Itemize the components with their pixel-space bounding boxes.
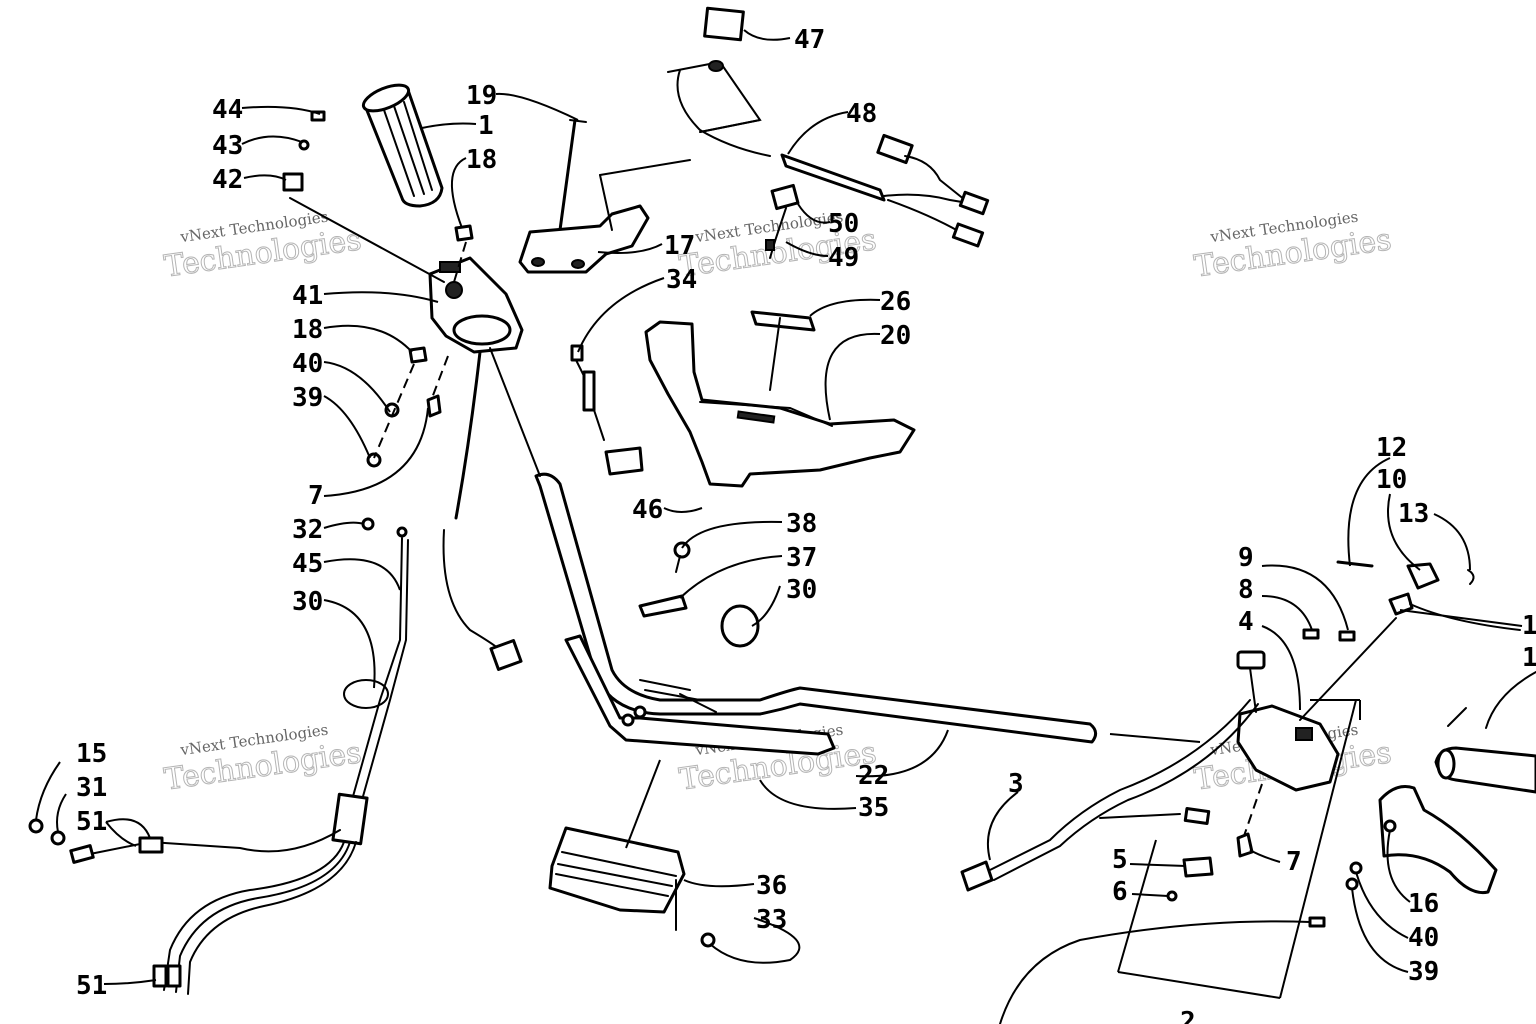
callout-41: 41 [292, 281, 323, 311]
callout-13: 13 [1398, 499, 1429, 529]
brake-switch-part [570, 344, 644, 476]
callout-51: 51 [76, 807, 107, 837]
callout-2: 2 [1180, 1007, 1196, 1024]
throttle-cable-part [442, 350, 523, 671]
callout-9: 9 [1238, 543, 1254, 573]
callout-30b: 30 [786, 575, 817, 605]
callout-30: 30 [292, 587, 323, 617]
callout-17: 17 [664, 231, 695, 261]
handlebar-pad-part [644, 310, 916, 488]
callout-3: 3 [1008, 769, 1024, 799]
callout-labels: 47 48 19 1 18 44 43 42 17 50 49 34 26 20… [76, 25, 1536, 1024]
callout-50: 50 [828, 209, 859, 239]
callout-22: 22 [858, 761, 889, 791]
callout-19: 19 [466, 81, 497, 111]
callout-15: 15 [76, 739, 107, 769]
callout-18: 18 [466, 145, 497, 175]
callout-18b: 18 [292, 315, 323, 345]
callout-42: 42 [212, 165, 243, 195]
callout-7b: 7 [1286, 847, 1302, 877]
callout-16: 16 [1408, 889, 1439, 919]
left-screws-part [366, 224, 474, 468]
callout-4: 4 [1238, 607, 1254, 637]
callout-46: 46 [632, 495, 663, 525]
callout-31: 31 [76, 773, 107, 803]
callout-45: 45 [292, 549, 323, 579]
tie-strap-part [638, 541, 760, 648]
callout-37: 37 [786, 543, 817, 573]
callout-51b: 51 [76, 971, 107, 1001]
clamp-bar-part [564, 634, 836, 756]
callout-40: 40 [292, 349, 323, 379]
callout-36: 36 [756, 871, 787, 901]
watermark-1: vNext Technologies Technologies [162, 208, 364, 285]
callout-40b: 40 [1408, 923, 1439, 953]
right-cable-part [960, 699, 1259, 892]
callout-14: 1 [1522, 643, 1536, 673]
watermark-4: vNext Technologies Technologies [162, 721, 364, 798]
switch-part [765, 183, 800, 259]
callout-7: 7 [308, 481, 324, 511]
callout-34: 34 [666, 265, 697, 295]
left-cable-bundle-part [28, 517, 409, 995]
callout-20: 20 [880, 321, 911, 351]
wiring-harness-part [780, 133, 990, 248]
top-bracket-part [667, 6, 771, 157]
leader-lines [35, 29, 1523, 985]
right-bracket-part [1336, 560, 1521, 631]
callout-12: 12 [1376, 433, 1407, 463]
callout-5: 5 [1112, 845, 1128, 875]
callout-49: 49 [828, 243, 859, 273]
bottom-cable-part [999, 916, 1326, 1024]
callout-39: 39 [292, 383, 323, 413]
callout-43: 43 [212, 131, 243, 161]
callout-35: 35 [858, 793, 889, 823]
brake-lever-part [1345, 785, 1498, 895]
callout-32: 32 [292, 515, 323, 545]
right-screws-part [1117, 699, 1357, 999]
callout-44: 44 [212, 95, 243, 125]
callout-39b: 39 [1408, 957, 1439, 987]
watermark-3: vNext Technologies Technologies [1192, 208, 1394, 285]
top-left-screw-part [282, 110, 445, 283]
left-grip-part [361, 83, 444, 208]
callout-47: 47 [794, 25, 825, 55]
callout-1: 1 [478, 111, 494, 141]
regulator-part [548, 759, 716, 948]
callout-48: 48 [846, 99, 877, 129]
callout-8: 8 [1238, 575, 1254, 605]
right-grip-part [1434, 671, 1536, 794]
handlebar-mount-part [518, 118, 691, 274]
callout-10: 10 [1376, 465, 1407, 495]
callout-11: 1 [1522, 611, 1536, 641]
callout-6: 6 [1112, 877, 1128, 907]
callout-33: 33 [756, 905, 787, 935]
callout-26: 26 [880, 287, 911, 317]
callout-38: 38 [786, 509, 817, 539]
left-switch-housing-part [428, 256, 524, 354]
right-switch-housing-part [1236, 617, 1397, 792]
